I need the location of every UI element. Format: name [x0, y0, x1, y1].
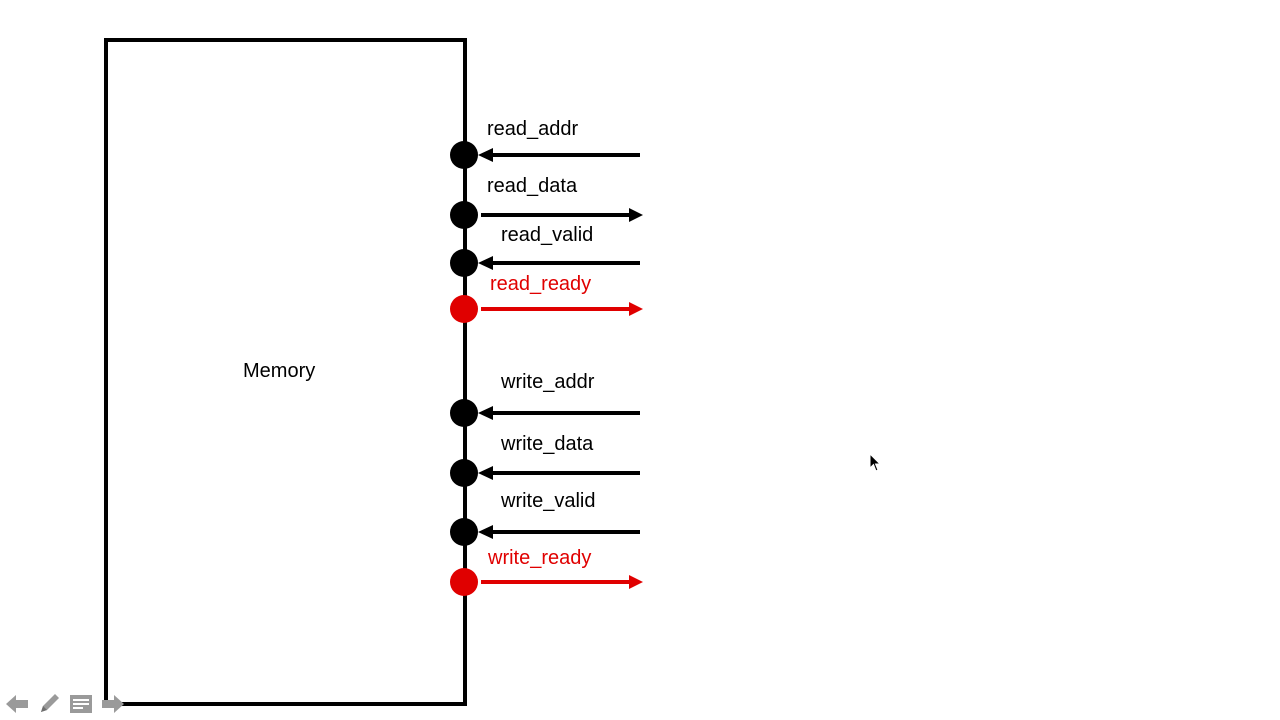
port-dot — [450, 295, 478, 323]
arrow-left-icon — [478, 148, 493, 162]
arrow-right-icon — [629, 302, 643, 316]
signal-label-write-addr: write_addr — [501, 371, 595, 393]
arrow-left-icon — [478, 466, 493, 480]
signal-label-write-ready: write_ready — [488, 547, 592, 569]
signal-label-write-data: write_data — [501, 433, 594, 455]
mouse-cursor-icon — [869, 453, 881, 472]
ports-layer — [450, 141, 643, 596]
port-write-ready — [450, 568, 643, 596]
port-read-valid — [450, 249, 640, 277]
menu-icon[interactable] — [68, 691, 94, 717]
signal-label-read-addr: read_addr — [487, 118, 579, 140]
next-icon[interactable] — [100, 691, 126, 717]
slide-controls — [4, 690, 128, 718]
arrow-left-icon — [478, 406, 493, 420]
port-write-valid — [450, 518, 640, 546]
arrow-right-icon — [629, 575, 643, 589]
memory-block-label: Memory — [243, 360, 316, 382]
port-write-addr — [450, 399, 640, 427]
arrow-left-icon — [478, 256, 493, 270]
port-read-data — [450, 201, 643, 229]
previous-icon[interactable] — [4, 691, 30, 717]
signal-label-write-valid: write_valid — [501, 490, 596, 512]
pen-icon[interactable] — [36, 691, 62, 717]
memory-block — [104, 38, 467, 706]
port-read-addr — [450, 141, 640, 169]
port-dot — [450, 399, 478, 427]
port-dot — [450, 518, 478, 546]
port-dot — [450, 249, 478, 277]
port-dot — [450, 459, 478, 487]
signal-label-read-data: read_data — [487, 175, 578, 197]
port-write-data — [450, 459, 640, 487]
port-dot — [450, 568, 478, 596]
arrow-left-icon — [478, 525, 493, 539]
port-dot — [450, 141, 478, 169]
signal-label-read-valid: read_valid — [501, 224, 594, 246]
signal-label-read-ready: read_ready — [490, 273, 592, 295]
arrow-right-icon — [629, 208, 643, 222]
port-dot — [450, 201, 478, 229]
port-read-ready — [450, 295, 643, 323]
